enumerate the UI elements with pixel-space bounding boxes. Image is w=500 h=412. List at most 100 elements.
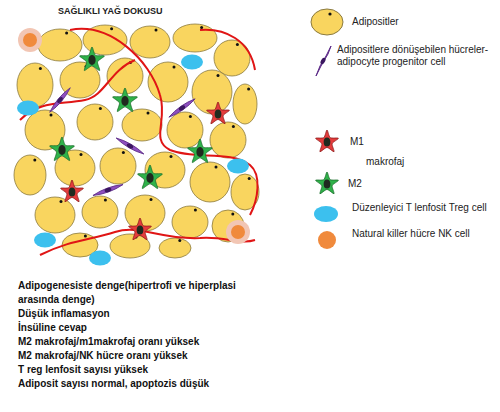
adipocyte <box>14 155 46 195</box>
nucleus <box>324 137 331 146</box>
spindle <box>48 86 72 113</box>
progenitor-cell <box>115 136 145 155</box>
nk-sample <box>318 231 336 249</box>
m2-macrophage <box>80 47 105 71</box>
m1-sample <box>316 130 339 152</box>
summary-note: İnsüline cevap <box>18 321 253 335</box>
adipocyte <box>122 109 162 141</box>
adipocyte <box>17 63 53 107</box>
treg-cell <box>34 233 56 248</box>
nucleus-dot <box>247 88 250 91</box>
adipocyte <box>82 196 118 228</box>
nucleus-dot <box>178 239 181 242</box>
nucleus-dot <box>99 107 102 110</box>
summary-note: Adipogenesiste denge(hipertrofi ve hiper… <box>18 279 253 307</box>
adipocyte <box>130 26 170 58</box>
adipocyte <box>167 112 203 148</box>
summary-note: Düşük inflamasyon <box>18 307 253 321</box>
nucleus <box>196 147 203 157</box>
treg-sample <box>314 206 338 222</box>
progenitor-sample <box>316 46 331 76</box>
nucleus-dot <box>232 125 235 128</box>
nucleus-dot <box>189 115 192 118</box>
adipocyte <box>159 238 191 258</box>
nucleus-dot <box>194 209 197 212</box>
m2-macrophage <box>138 165 163 189</box>
nk-cell <box>23 33 37 47</box>
nucleus-dot <box>155 29 158 32</box>
nucleus-dot <box>231 213 234 216</box>
m2-macrophage <box>113 88 138 112</box>
nucleus <box>104 187 112 193</box>
adipocyte <box>192 70 232 114</box>
m1-macrophage-sample <box>316 130 339 152</box>
adipocyte <box>210 122 246 158</box>
spindle <box>115 136 145 155</box>
nucleus-dot <box>65 32 68 35</box>
nk-halo <box>226 220 250 244</box>
spindle <box>92 183 123 198</box>
m2-macrophage-sample <box>316 172 339 194</box>
nucleus-dot <box>200 26 203 29</box>
nucleus <box>146 173 153 183</box>
adipocyte <box>233 84 257 124</box>
progenitor-cell <box>168 97 197 119</box>
nk-halo <box>18 28 42 52</box>
m2-sample <box>316 172 339 194</box>
m2-macrophage <box>188 139 213 163</box>
nucleus <box>126 143 134 150</box>
progenitor-cell <box>48 86 72 113</box>
treg-cell <box>181 55 203 70</box>
notes: Adipogenesiste denge(hipertrofi ve hiper… <box>18 279 253 391</box>
legend-text: M1 <box>350 136 364 148</box>
nucleus <box>137 225 144 234</box>
nucleus-dot <box>328 12 331 15</box>
legend-text: Adipositler <box>352 16 399 28</box>
legend-text: Düzenleyici T lenfosit Treg cell <box>352 202 487 214</box>
summary-note: Adiposit sayısı normal, apoptozis düşük <box>18 377 253 391</box>
nucleus-dot <box>60 200 63 203</box>
nucleus-dot <box>80 153 83 156</box>
legend-text: Natural killer hücre NK cell <box>352 228 470 240</box>
nucleus <box>58 145 65 155</box>
summary-note: T reg lenfosit sayısı yüksek <box>18 363 253 377</box>
nucleus-dot <box>104 199 107 202</box>
nucleus-dot <box>50 114 53 117</box>
blood-vessel <box>200 30 255 70</box>
adipose-tissue <box>14 24 259 266</box>
nucleus-dot <box>215 166 218 169</box>
nucleus-dot <box>33 159 36 162</box>
nucleus <box>324 179 331 188</box>
nucleus-dot <box>84 235 87 238</box>
nucleus-dot <box>147 112 150 115</box>
nucleus <box>178 104 186 111</box>
nucleus-dot <box>39 67 42 70</box>
nucleus <box>69 187 76 196</box>
blood-vessel <box>40 230 255 255</box>
spindle <box>168 97 197 119</box>
summary-note: M2 makrofaj/m1makrofaj oranı yüksek <box>18 335 253 349</box>
nucleus-dot <box>248 177 251 180</box>
nucleus-dot <box>110 27 113 30</box>
adipocyte <box>35 197 75 233</box>
nucleus-dot <box>320 57 327 65</box>
nucleus <box>88 55 95 65</box>
nucleus <box>215 109 222 118</box>
adipocyte-sample <box>311 9 343 35</box>
nucleus-dot <box>173 66 176 69</box>
adipocyte <box>38 29 82 61</box>
progenitor-cell <box>92 183 123 198</box>
nucleus-dot <box>236 43 239 46</box>
nucleus-dot <box>170 155 173 158</box>
adipocyte <box>172 206 208 238</box>
nucleus-dot <box>122 151 125 154</box>
m2-macrophage <box>50 137 75 161</box>
adipocyte <box>190 162 230 202</box>
nucleus <box>121 96 128 106</box>
summary-note: M2 makrofaj/NK hücre oranı yüksek <box>18 349 253 363</box>
nk-cell <box>231 225 245 239</box>
nucleus <box>56 96 64 104</box>
blood-vessel <box>70 29 258 215</box>
legend-text: M2 <box>348 178 362 190</box>
adipocyte <box>77 104 113 140</box>
